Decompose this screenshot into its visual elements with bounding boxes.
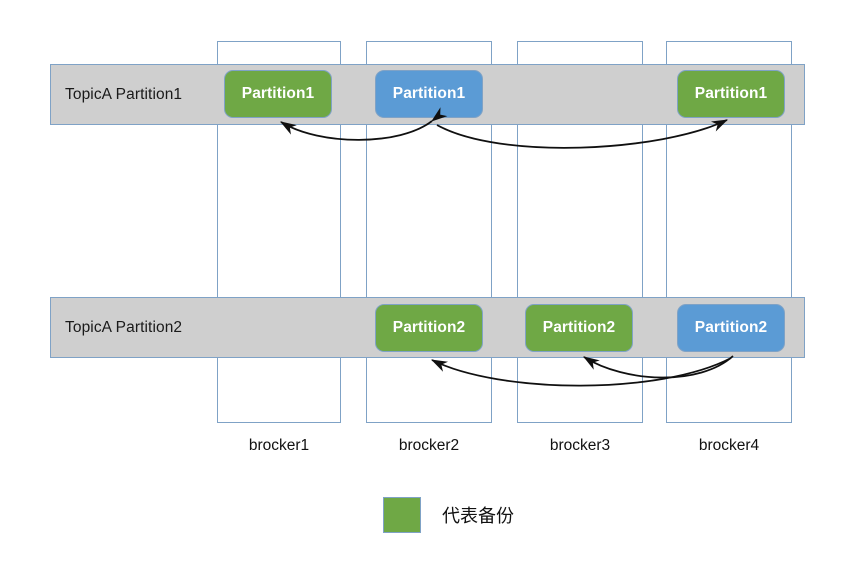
partition-chip-label: Partition2 [694, 319, 768, 336]
broker-caption-label: brocker3 [549, 437, 611, 454]
broker-column-brocker3 [517, 41, 643, 423]
broker-column-brocker1 [217, 41, 341, 423]
broker-caption-label: brocker1 [248, 437, 310, 454]
broker-column-brocker2 [366, 41, 492, 423]
topic-band-partition1-label: TopicA Partition1 [65, 85, 183, 103]
legend-swatch-replica [383, 497, 421, 533]
partition-chip-p1-brocker4[interactable]: Partition1 [677, 70, 785, 118]
broker-caption-brocker1: brocker1 [216, 437, 342, 455]
partition-chip-label: Partition1 [694, 85, 768, 102]
partition-chip-label: Partition2 [392, 319, 466, 336]
partition-chip-p1-brocker2[interactable]: Partition1 [375, 70, 483, 118]
partition-chip-label: Partition2 [542, 319, 616, 336]
partition-chip-p2-brocker2[interactable]: Partition2 [375, 304, 483, 352]
broker-caption-brocker2: brocker2 [366, 437, 492, 455]
broker-caption-label: brocker4 [698, 437, 760, 454]
partition-chip-p2-brocker4[interactable]: Partition2 [677, 304, 785, 352]
legend: 代表备份 [383, 497, 514, 533]
topic-band-partition2-label: TopicA Partition2 [65, 318, 183, 336]
broker-caption-label: brocker2 [398, 437, 460, 454]
partition-chip-label: Partition1 [241, 85, 315, 102]
legend-label: 代表备份 [442, 506, 514, 527]
broker-caption-brocker3: brocker3 [517, 437, 643, 455]
broker-caption-brocker4: brocker4 [666, 437, 792, 455]
partition-chip-label: Partition1 [392, 85, 466, 102]
partition-chip-p1-brocker1[interactable]: Partition1 [224, 70, 332, 118]
partition-chip-p2-brocker3[interactable]: Partition2 [525, 304, 633, 352]
broker-column-brocker4 [666, 41, 792, 423]
